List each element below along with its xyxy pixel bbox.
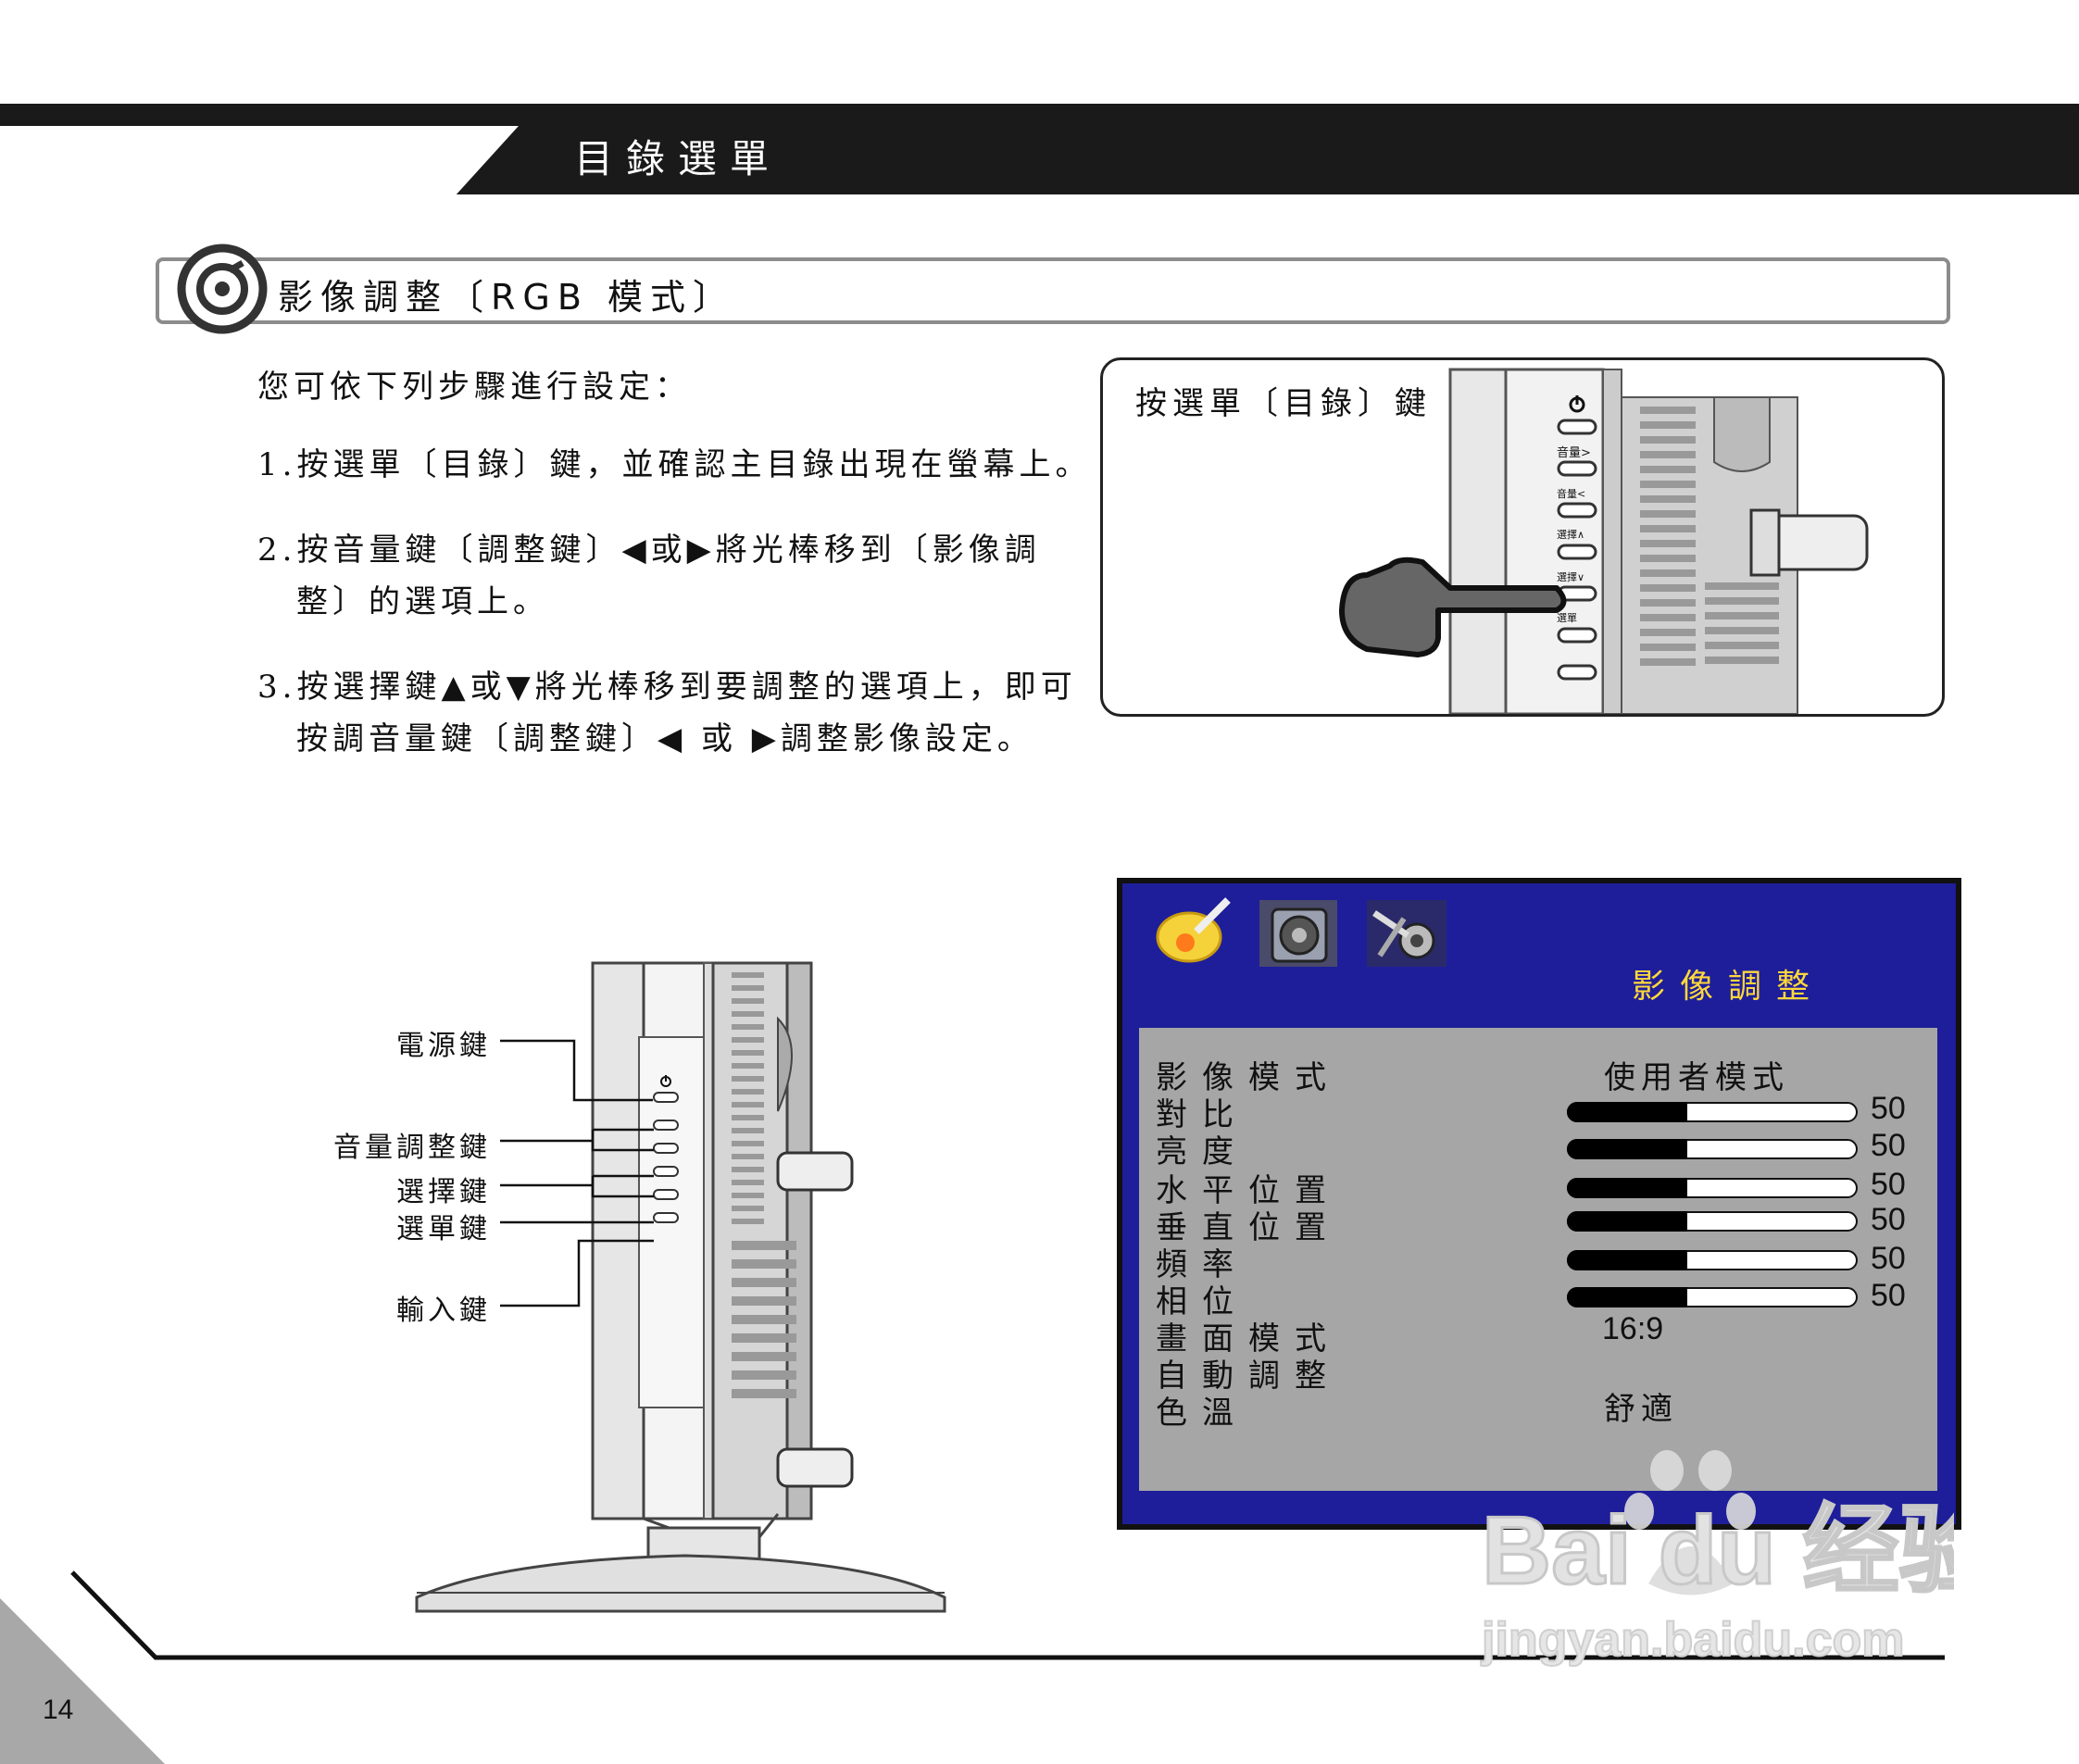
- osd-tab-icons: [1152, 897, 1447, 967]
- osd-color-temp-value: 舒適: [1604, 1391, 1678, 1428]
- settings-gear-icon[interactable]: [1367, 900, 1447, 967]
- power-icon: [1569, 395, 1585, 413]
- header-notch: [0, 126, 519, 194]
- osd-item-frequency[interactable]: 頻率: [1156, 1246, 1248, 1283]
- osd-title: 影像調整: [1632, 968, 1825, 1006]
- osd-item-brightness[interactable]: 亮度: [1156, 1133, 1248, 1170]
- callout-power-key: 電源鍵: [396, 1030, 491, 1062]
- osd-value-contrast: 50: [1871, 1091, 1906, 1126]
- watermark-text: Bai du 经验: [1482, 1497, 1954, 1605]
- page-title: 目錄選單: [574, 136, 783, 181]
- osd-value-brightness: 50: [1871, 1128, 1906, 1163]
- callout-input-key: 輸入鍵: [396, 1295, 491, 1327]
- watermark-url: jingyan.baidu.com: [1481, 1613, 1905, 1667]
- inset-panel: 音量> 音量< 選擇∧ 選擇∨ 選單: [1100, 357, 1945, 717]
- osd-item-contrast[interactable]: 對比: [1156, 1096, 1248, 1133]
- osd-slider-h-position[interactable]: [1567, 1178, 1858, 1198]
- osd-item-color-temp[interactable]: 色溫: [1156, 1395, 1248, 1432]
- section-title: 影像調整〔RGB 模式〕: [278, 277, 735, 318]
- osd-slider-v-position[interactable]: [1567, 1211, 1858, 1232]
- monitor-side-view: [415, 961, 946, 1613]
- inset-button-label: 音量<: [1557, 487, 1585, 500]
- intro-text: 您可依下列步驟進行設定：: [257, 369, 691, 406]
- step-2: 2.按音量鍵〔調整鍵〕◀或▶將光棒移到〔影像調 整〕的選項上。: [257, 524, 1091, 628]
- callout-volume-key: 音量調整鍵: [333, 1132, 491, 1164]
- inset-button-label: 選擇∧: [1557, 528, 1584, 541]
- osd-slider-contrast[interactable]: [1567, 1102, 1858, 1122]
- step-1: 1.按選單〔目錄〕鍵，並確認主目錄出現在螢幕上。: [257, 446, 1092, 483]
- target-icon: [177, 244, 268, 334]
- footer-decoration: [0, 1570, 1945, 1764]
- osd-aspect-value: 16:9: [1602, 1311, 1664, 1346]
- inset-button-label: 選單: [1557, 612, 1577, 624]
- power-icon: [660, 1075, 671, 1087]
- osd-item-v-position[interactable]: 垂直位置: [1156, 1209, 1341, 1246]
- osd-slider-brightness[interactable]: [1567, 1139, 1858, 1159]
- step-2-line-1: 2.按音量鍵〔調整鍵〕◀或▶將光棒移到〔影像調: [257, 532, 1041, 569]
- pointing-hand-icon: [1339, 557, 1567, 657]
- osd-slider-phase[interactable]: [1567, 1287, 1858, 1307]
- osd-item-h-position[interactable]: 水平位置: [1156, 1172, 1341, 1209]
- step-3-line-2: 按調音量鍵〔調整鍵〕◀ 或 ▶調整影像設定。: [296, 720, 1033, 757]
- callout-select-key: 選擇鍵: [396, 1176, 491, 1208]
- inset-button-label: 音量>: [1557, 445, 1591, 460]
- monitor-buttons-closeup: 音量> 音量< 選擇∧ 選擇∨ 選單: [1339, 368, 1869, 714]
- osd-slider-frequency[interactable]: [1567, 1250, 1858, 1270]
- step-3: 3.按選擇鍵▲或▼將光棒移到要調整的選項上，即可 按調音量鍵〔調整鍵〕◀ 或 ▶…: [257, 661, 1091, 765]
- inset-label: 按選單〔目錄〕鍵: [1135, 385, 1432, 422]
- osd-value-phase: 50: [1871, 1278, 1906, 1313]
- page-number: 14: [43, 1695, 74, 1725]
- step-3-line-1: 3.按選擇鍵▲或▼將光棒移到要調整的選項上，即可: [257, 669, 1077, 706]
- osd-item-phase[interactable]: 相位: [1156, 1283, 1248, 1320]
- step-2-line-2: 整〕的選項上。: [296, 583, 549, 620]
- osd-item-picture-mode[interactable]: 影像模式: [1156, 1059, 1341, 1096]
- callout-menu-key: 選單鍵: [396, 1213, 491, 1245]
- baidu-watermark-logo: Bai du 经验 jingyan.baidu.com: [1480, 1450, 1954, 1668]
- osd-picture-mode-value: 使用者模式: [1604, 1059, 1789, 1096]
- osd-item-auto-adjust[interactable]: 自動調整: [1156, 1357, 1341, 1395]
- section-title-frame: [156, 257, 1950, 324]
- picture-brush-icon[interactable]: [1152, 897, 1232, 967]
- speaker-icon[interactable]: [1259, 900, 1337, 967]
- osd-value-v-position: 50: [1871, 1202, 1906, 1237]
- osd-item-aspect[interactable]: 畫面模式: [1156, 1320, 1341, 1357]
- inset-button-label: 選擇∨: [1557, 570, 1584, 583]
- osd-value-frequency: 50: [1871, 1241, 1906, 1276]
- osd-value-h-position: 50: [1871, 1167, 1906, 1202]
